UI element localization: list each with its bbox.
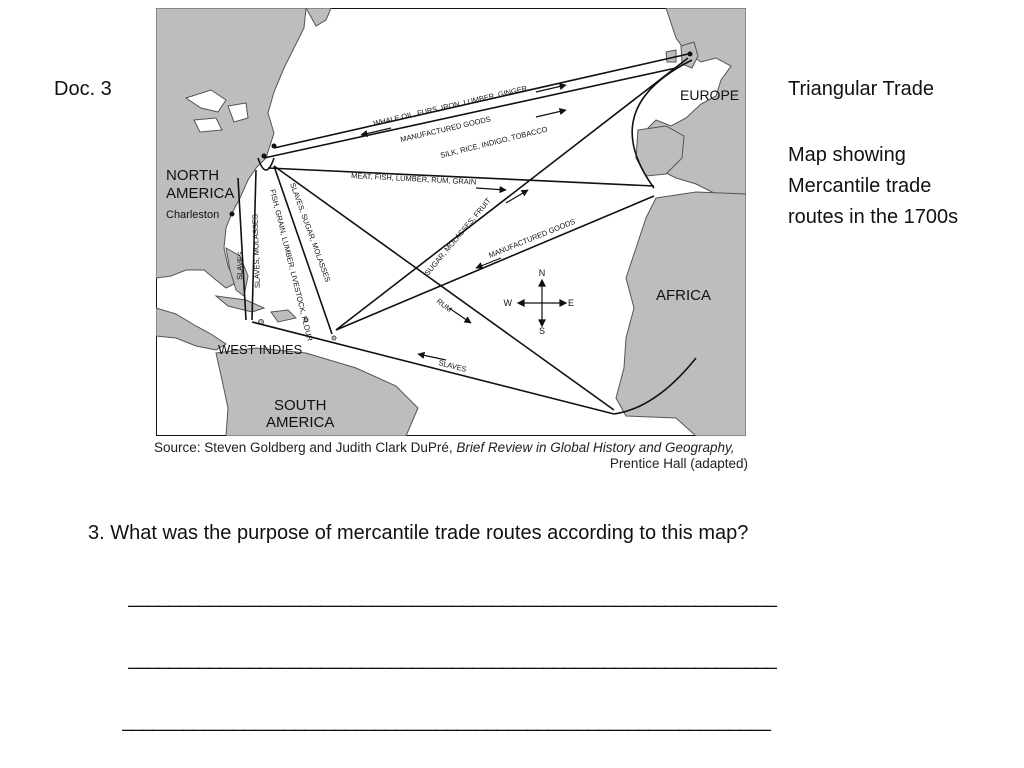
label-north-america-2: AMERICA (166, 185, 234, 202)
compass-rose (516, 278, 568, 328)
route-loop (257, 157, 275, 171)
route-charleston-wi (237, 177, 247, 321)
route-na-wi-a (251, 169, 257, 321)
route-label-9: SLAVES (235, 251, 245, 280)
north-america-landmass (156, 8, 307, 289)
south-america-landmass (215, 347, 419, 436)
source-book-title: Brief Review in Global History and Geogr… (456, 440, 735, 455)
map-svg: N S E W NORTH AMERICA Charleston EUROPE … (156, 8, 746, 436)
route-africa-wi (251, 321, 615, 415)
side-title: Triangular Trade (788, 78, 934, 100)
source-prefix: Source: Steven Goldberg and Judith Clark… (154, 440, 457, 455)
source-publisher: Prentice Hall (adapted) (609, 456, 748, 471)
port-england (687, 51, 693, 57)
route-africa-curve (613, 357, 697, 415)
label-west-indies: WEST INDIES (218, 342, 303, 357)
triangular-trade-map: N S E W NORTH AMERICA Charleston EUROPE … (156, 8, 746, 436)
label-europe: EUROPE (680, 87, 739, 103)
compass-s: S (539, 326, 545, 336)
puerto-rico (303, 317, 309, 323)
label-charleston: Charleston (166, 209, 219, 221)
central-america (156, 307, 227, 351)
northern-canada (305, 8, 332, 27)
route-arrows (360, 82, 567, 361)
port-boston (271, 143, 277, 149)
trade-routes (237, 53, 697, 415)
port-newyork (261, 153, 267, 159)
compass-e: E (568, 298, 574, 308)
label-africa: AFRICA (656, 287, 711, 304)
answer-line-3[interactable]: ________________________________________… (122, 710, 771, 732)
africa-landmass (615, 191, 746, 436)
route-na-europe-c (267, 167, 655, 187)
port-charleston (229, 211, 235, 217)
lesser-antilles (331, 335, 337, 341)
answer-line-1[interactable]: ________________________________________… (128, 586, 777, 608)
hispaniola (270, 309, 297, 323)
route-wi-europe (335, 57, 689, 331)
compass-w: W (504, 298, 513, 308)
compass-n: N (539, 268, 546, 278)
map-source-citation: Source: Steven Goldberg and Judith Clark… (154, 440, 748, 472)
label-south-america-1: SOUTH (274, 397, 327, 414)
route-label-10: SLAVES, MOLASSES (250, 214, 262, 288)
route-na-europe-b (263, 67, 677, 159)
label-north-america-1: NORTH (166, 167, 219, 184)
answer-line-2[interactable]: ________________________________________… (128, 648, 777, 670)
route-na-africa (273, 165, 615, 411)
question-text: 3. What was the purpose of mercantile tr… (88, 522, 749, 544)
route-europe-africa (631, 59, 693, 189)
ireland (665, 49, 677, 63)
route-na-europe-a (273, 53, 689, 149)
great-lakes (184, 89, 249, 133)
document-number: Doc. 3 (54, 78, 112, 100)
label-south-america-2: AMERICA (266, 414, 334, 431)
side-description: Map showing Mercantile trade routes in t… (788, 144, 959, 228)
route-wi-africa (335, 195, 655, 331)
route-na-wi-b (273, 165, 333, 335)
